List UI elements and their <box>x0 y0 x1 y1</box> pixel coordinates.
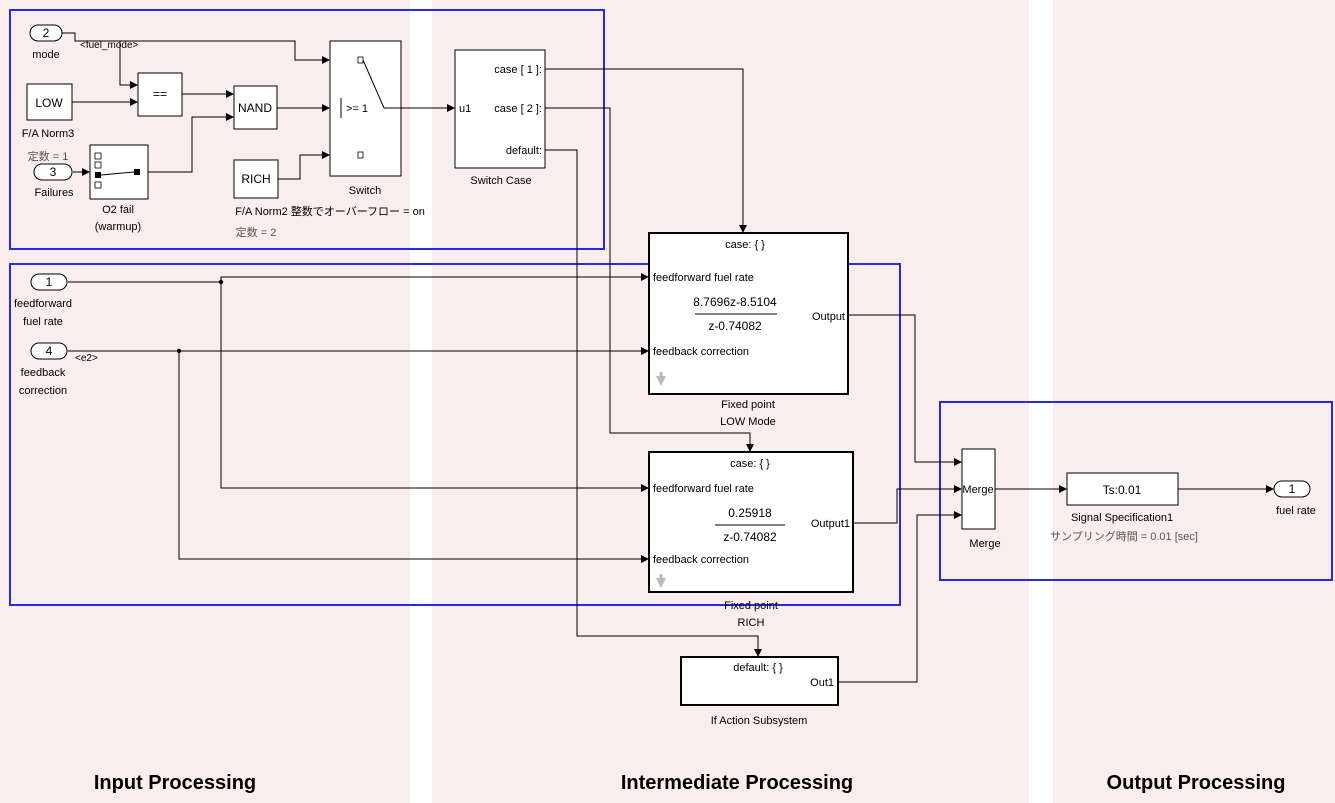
switch-case-block[interactable]: u1 case [ 1 ]: case [ 2 ]: default: Swit… <box>454 49 546 187</box>
svg-text:correction: correction <box>19 385 67 397</box>
nand-block[interactable]: NAND <box>233 85 278 130</box>
svg-text:feedforward: feedforward <box>14 298 72 310</box>
svg-text:Switch: Switch <box>349 185 381 197</box>
o2-fail-block[interactable]: O2 fail (warmup) <box>89 144 149 233</box>
svg-text:3: 3 <box>50 165 57 179</box>
e2-signal-label: <e2> <box>75 353 98 364</box>
input-group-box[interactable] <box>9 9 605 250</box>
equal-block[interactable]: == <box>137 72 183 117</box>
inport-mode-label: mode <box>32 49 60 61</box>
svg-text:feedforward fuel rate: feedforward fuel rate <box>653 272 754 284</box>
svg-text:fuel rate: fuel rate <box>23 316 63 328</box>
svg-text:LOW Mode: LOW Mode <box>720 416 776 428</box>
svg-text:Out1: Out1 <box>810 677 834 689</box>
svg-text:O2 fail: O2 fail <box>102 204 134 216</box>
svg-text:1: 1 <box>46 275 53 289</box>
svg-text:定数 = 1: 定数 = 1 <box>28 149 69 163</box>
low-mode-subsystem[interactable]: case: { } feedforward fuel rate 8.7696z-… <box>648 232 849 428</box>
svg-text:F/A Norm3: F/A Norm3 <box>22 128 75 140</box>
svg-text:>= 1: >= 1 <box>346 103 368 115</box>
svg-text:z-0.74082: z-0.74082 <box>708 319 762 333</box>
input-section-title: Input Processing <box>94 772 256 794</box>
svg-text:Switch Case: Switch Case <box>470 175 531 187</box>
fuel-mode-signal-label: <fuel_mode> <box>80 40 139 51</box>
merge-block[interactable]: Merge Merge <box>961 448 1001 550</box>
junction-dot <box>176 348 182 354</box>
svg-text:z-0.74082: z-0.74082 <box>723 530 777 544</box>
output-section-title: Output Processing <box>1107 772 1286 794</box>
svg-text:LOW: LOW <box>35 96 63 110</box>
svg-text:F/A Norm2 整数でオーバーフロー = on: F/A Norm2 整数でオーバーフロー = on <box>235 204 425 218</box>
svg-text:Ts:0.01: Ts:0.01 <box>1103 483 1142 497</box>
if-action-subsystem[interactable]: default: { } Out1 If Action Subsystem <box>680 656 839 727</box>
svg-text:feedback correction: feedback correction <box>653 554 749 566</box>
inport-feedback-correction[interactable]: 4 feedback correction <box>19 342 68 397</box>
svg-text:サンプリング時間 = 0.01 [sec]: サンプリング時間 = 0.01 [sec] <box>1050 529 1198 543</box>
svg-text:default:: default: <box>506 145 542 157</box>
svg-text:Output: Output <box>812 311 845 323</box>
svg-text:Fixed point: Fixed point <box>721 399 775 411</box>
svg-text:case: { }: case: { } <box>730 458 770 470</box>
intermediate-section-title: Intermediate Processing <box>621 772 853 794</box>
switch-block[interactable]: >= 1 Switch <box>329 40 402 197</box>
svg-text:Merge: Merge <box>969 538 1000 550</box>
svg-text:Signal Specification1: Signal Specification1 <box>1071 512 1173 524</box>
low-constant-block[interactable]: LOW F/A Norm3 定数 = 1 <box>22 83 75 163</box>
svg-text:(warmup): (warmup) <box>95 221 141 233</box>
junction-dot <box>218 279 224 285</box>
svg-text:case [ 1 ]:: case [ 1 ]: <box>494 64 542 76</box>
inport-feedforward-fuel-rate[interactable]: 1 feedforward fuel rate <box>14 273 72 328</box>
svg-text:NAND: NAND <box>238 101 272 115</box>
rich-constant-block[interactable]: RICH F/A Norm2 整数でオーバーフロー = on 定数 = 2 <box>233 159 425 239</box>
signal-specification-block[interactable]: Ts:0.01 Signal Specification1 サンプリング時間 =… <box>1050 472 1198 543</box>
svg-text:RICH: RICH <box>738 617 765 629</box>
svg-text:feedback correction: feedback correction <box>653 346 749 358</box>
svg-text:feedforward fuel rate: feedforward fuel rate <box>653 483 754 495</box>
svg-text:Output1: Output1 <box>811 518 850 530</box>
svg-text:8.7696z-8.5104: 8.7696z-8.5104 <box>693 295 777 309</box>
svg-text:RICH: RICH <box>241 172 270 186</box>
svg-text:u1: u1 <box>459 103 471 115</box>
svg-text:Fixed point: Fixed point <box>724 600 778 612</box>
svg-text:Merge: Merge <box>962 484 993 496</box>
svg-text:4: 4 <box>46 344 53 358</box>
outport-fuel-rate[interactable]: 1 fuel rate <box>1273 480 1316 517</box>
svg-text:定数 = 2: 定数 = 2 <box>236 225 277 239</box>
svg-text:2: 2 <box>43 26 50 40</box>
svg-text:fuel rate: fuel rate <box>1276 505 1316 517</box>
inport-failures-label: Failures <box>34 187 74 199</box>
svg-text:1: 1 <box>1289 482 1296 496</box>
inport-failures[interactable]: 3 Failures <box>33 163 74 199</box>
signal-lines <box>62 32 1274 683</box>
svg-text:default: { }: default: { } <box>733 662 783 674</box>
svg-text:==: == <box>153 87 167 101</box>
output-group-box[interactable] <box>939 401 1333 581</box>
inport-mode[interactable]: 2 mode <box>29 24 63 61</box>
rich-mode-subsystem[interactable]: case: { } feedforward fuel rate 0.25918 … <box>648 451 854 629</box>
svg-text:case [ 2 ]:: case [ 2 ]: <box>494 103 542 115</box>
svg-text:If Action Subsystem: If Action Subsystem <box>711 715 808 727</box>
svg-text:case: { }: case: { } <box>725 239 765 251</box>
svg-text:0.25918: 0.25918 <box>728 506 772 520</box>
svg-text:feedback: feedback <box>21 367 66 379</box>
fuel-rate-group-box[interactable] <box>9 263 901 606</box>
